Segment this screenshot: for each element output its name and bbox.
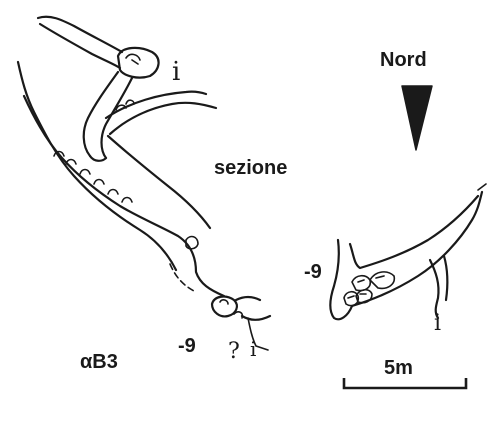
- plan-chamber-rock: [125, 53, 141, 65]
- section-boulder-1: [351, 274, 372, 292]
- section-depth-label: -9: [304, 261, 322, 283]
- section-boulder-4: [355, 288, 373, 304]
- cave-id-label: αB3: [80, 351, 118, 373]
- section-ceiling: [348, 194, 480, 270]
- north-arrow-icon: [401, 85, 433, 151]
- plan-branch-bottom: [88, 154, 108, 162]
- section-boulder-3: [343, 290, 360, 307]
- north-label: Nord: [380, 49, 427, 71]
- plan-upper-passage-bottom-wall: [38, 22, 122, 70]
- section-shaft-left: [428, 258, 440, 320]
- plan-end-chamber: [210, 295, 238, 318]
- section-label: sezione: [214, 157, 287, 179]
- section-outer-wall: [329, 238, 354, 321]
- plan-main-left-wall: [16, 60, 178, 272]
- section-floor: [350, 190, 484, 308]
- plan-end-spur: [247, 317, 269, 351]
- plan-branch-left-wall: [82, 70, 120, 158]
- section-view: [329, 183, 487, 321]
- plan-upper-passage-top-wall: [36, 15, 124, 54]
- plan-entrance-mark: i: [172, 57, 180, 87]
- plan-branch-right-wall: [100, 76, 134, 160]
- plan-main-top-wall: [106, 134, 212, 230]
- plan-upper-chamber: [116, 46, 160, 79]
- section-shaft-right: [442, 254, 449, 302]
- plan-cross-passage-top: [104, 90, 208, 120]
- section-entrance-mark: i: [434, 311, 441, 336]
- plan-end-walls: [234, 295, 272, 321]
- plan-main-right-wall: [22, 94, 226, 298]
- section-top-tick: [477, 183, 487, 191]
- plan-cross-passage-rocks: [115, 99, 135, 111]
- plan-passage-boulder: [185, 235, 199, 250]
- plan-question-mark: ?: [228, 339, 240, 364]
- plan-lower-dashed-wall: [169, 263, 197, 293]
- scale-bar: [342, 378, 468, 390]
- section-boulder-marks: [347, 275, 385, 299]
- plan-entrance-mark-lower: i: [250, 337, 256, 361]
- plan-depth-label: -9: [178, 335, 196, 357]
- section-boulder-2: [369, 271, 396, 290]
- plan-cross-passage-bottom: [108, 101, 218, 136]
- plan-view: [16, 15, 272, 351]
- plan-rock-scallops: [53, 150, 133, 203]
- scale-bar-line: [342, 378, 468, 390]
- scale-label: 5m: [384, 357, 413, 379]
